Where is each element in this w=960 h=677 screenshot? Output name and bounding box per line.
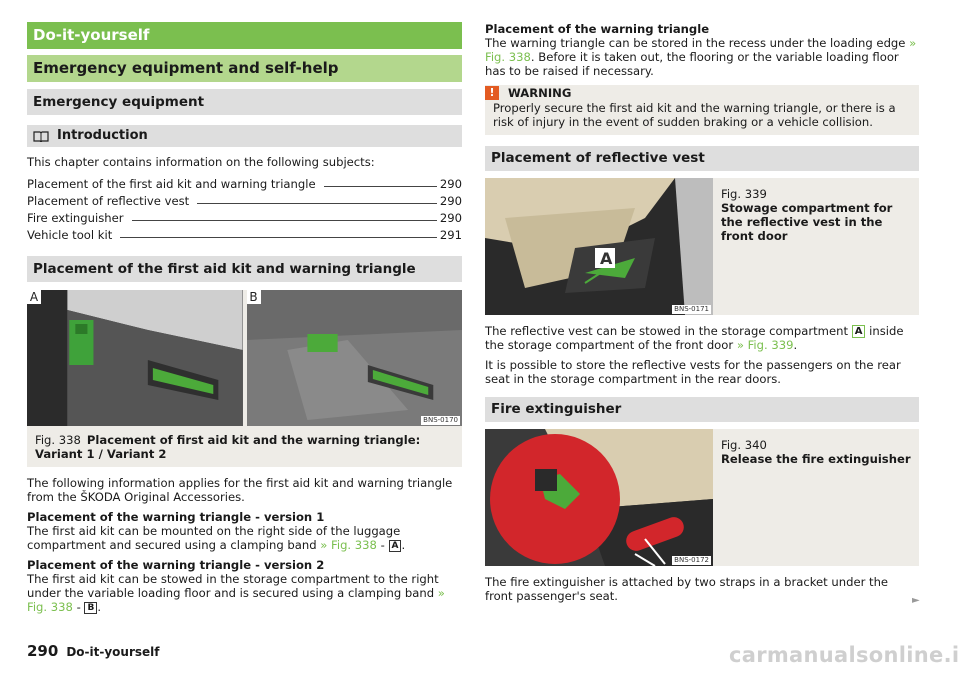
- toc-title: Fire extinguisher: [27, 211, 124, 225]
- extinguisher-heading: Fire extinguisher: [485, 397, 919, 422]
- version-1-block: Placement of the warning triangle - vers…: [27, 510, 462, 552]
- triangle-title: Placement of the warning triangle: [485, 22, 710, 36]
- page-footer: 290 Do-it-yourself: [27, 642, 160, 660]
- vest-heading: Placement of reflective vest: [485, 146, 919, 171]
- warning-box: ! WARNING Properly secure the first aid …: [485, 85, 919, 135]
- toc-title: Placement of reflective vest: [27, 194, 190, 208]
- svg-text:A: A: [600, 249, 613, 268]
- top-bar: Do-it-yourself: [27, 22, 462, 49]
- figure-339: A BNS-0171 Fig. 339 Stowage compartment …: [485, 178, 919, 315]
- toc-page: 290: [439, 211, 462, 225]
- figure-label-a: A: [27, 290, 41, 304]
- fig-338-link[interactable]: » Fig. 338: [485, 36, 917, 64]
- left-column: Do-it-yourself Emergency equipment and s…: [27, 22, 462, 614]
- fig-338-link[interactable]: » Fig. 338: [320, 538, 377, 552]
- vest-text: The reflective vest can be stowed in the…: [485, 324, 848, 338]
- fig-339-link[interactable]: » Fig. 339: [736, 338, 794, 352]
- toc-title: Placement of the first aid kit and warni…: [27, 177, 316, 191]
- version-2-block: Placement of the warning triangle - vers…: [27, 558, 462, 614]
- table-of-contents: Placement of the first aid kit and warni…: [27, 174, 462, 242]
- first-aid-intro: The following information applies for th…: [27, 476, 453, 504]
- key-a: A: [851, 325, 866, 338]
- continue-arrow-icon: ►: [912, 595, 920, 606]
- toc-entry[interactable]: Placement of reflective vest 290: [27, 191, 462, 208]
- figure-code: BNS-0170: [421, 416, 460, 425]
- figure-number: Fig. 338: [35, 433, 81, 447]
- version-2-text: The first aid kit can be stowed in the s…: [27, 572, 439, 600]
- figure-340: BNS-0172 Fig. 340 Release the fire extin…: [485, 429, 919, 566]
- toc-page: 291: [439, 228, 462, 242]
- warning-header: ! WARNING: [485, 85, 911, 101]
- introduction-label: Introduction: [57, 128, 148, 143]
- key-b: B: [84, 602, 98, 614]
- section-title: Emergency equipment: [27, 89, 462, 115]
- figure-number: Fig. 339: [721, 187, 767, 201]
- key-a: A: [388, 540, 402, 552]
- toc-page: 290: [439, 194, 462, 208]
- warning-icon: !: [485, 86, 499, 100]
- photo-fire-extinguisher: BNS-0172: [485, 429, 713, 566]
- vest-paragraph-2: It is possible to store the reflective v…: [485, 358, 901, 386]
- toc-title: Vehicle tool kit: [27, 228, 113, 242]
- figure-caption: Fig. 339 Stowage compartment for the ref…: [713, 178, 919, 315]
- toc-page: 290: [439, 177, 462, 191]
- figure-number: Fig. 340: [721, 438, 767, 452]
- figure-code: BNS-0172: [672, 556, 711, 565]
- figure-caption-text: Stowage compartment for the reflective v…: [721, 201, 893, 243]
- warning-text: Properly secure the first aid kit and th…: [493, 101, 896, 129]
- version-1-title: Placement of the warning triangle - vers…: [27, 510, 325, 524]
- book-icon: [33, 131, 49, 142]
- watermark: carmanualsonline.info: [729, 643, 960, 667]
- figure-code: BNS-0171: [672, 305, 711, 314]
- page-number: 290: [27, 642, 59, 660]
- first-aid-heading: Placement of the first aid kit and warni…: [27, 256, 462, 282]
- right-column: Placement of the warning triangle The wa…: [485, 22, 919, 603]
- warning-label: WARNING: [508, 86, 572, 100]
- figure-caption-text: Release the fire extinguisher: [721, 452, 911, 466]
- version-2-title: Placement of the warning triangle - vers…: [27, 558, 325, 572]
- toc-entry[interactable]: Fire extinguisher 290: [27, 208, 462, 225]
- photo-variant-a: A: [27, 290, 243, 426]
- chapter-title: Emergency equipment and self-help: [27, 55, 462, 82]
- version-1-text: The first aid kit can be mounted on the …: [27, 524, 401, 552]
- introduction-text: This chapter contains information on the…: [27, 155, 375, 169]
- triangle-text: The warning triangle can be stored in th…: [485, 36, 906, 50]
- fig-338-link[interactable]: » Fig. 338: [27, 586, 445, 614]
- figure-caption: Fig. 340 Release the fire extinguisher: [713, 429, 919, 566]
- figure-label-b: B: [246, 290, 261, 304]
- footer-chapter: Do-it-yourself: [66, 645, 160, 659]
- vest-paragraph-1: The reflective vest can be stowed in the…: [485, 324, 904, 352]
- vest-text-2: inside the storage compartment of the fr…: [485, 324, 904, 352]
- introduction-heading: Introduction: [27, 125, 462, 147]
- toc-entry[interactable]: Placement of the first aid kit and warni…: [27, 174, 462, 191]
- photo-door-compartment: A BNS-0171: [485, 178, 713, 315]
- figure-caption-text: Placement of first aid kit and the warni…: [35, 433, 421, 461]
- triangle-block: Placement of the warning triangle The wa…: [485, 22, 919, 78]
- photo-variant-b: B BNS-0170: [246, 290, 462, 426]
- toc-entry[interactable]: Vehicle tool kit 291: [27, 225, 462, 242]
- extinguisher-text: The fire extinguisher is attached by two…: [485, 575, 889, 603]
- triangle-text-2: . Before it is taken out, the flooring o…: [485, 50, 899, 78]
